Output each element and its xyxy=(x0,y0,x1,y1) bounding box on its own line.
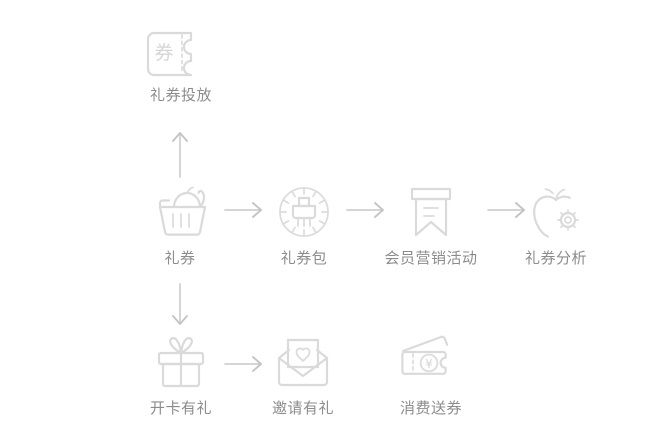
node-invite-gift[interactable]: 邀请有礼 xyxy=(263,334,343,419)
connector-coupon-to-release-arrow-up xyxy=(168,128,192,178)
node-label-spend-get-coupon: 消费送券 xyxy=(399,400,462,417)
node-label-coupon-pack: 礼券包 xyxy=(280,250,328,267)
connector-card-gift-to-invite-arrow-right xyxy=(224,352,266,376)
node-coupon-release[interactable]: 券 礼券投放 xyxy=(133,25,229,106)
svg-text:券: 券 xyxy=(154,42,173,64)
svg-text:¥: ¥ xyxy=(425,357,433,371)
node-coupon[interactable]: 礼券 xyxy=(141,184,219,269)
connector-campaign-to-analysis-arrow-right xyxy=(487,198,529,222)
node-label-card-opening-gift: 开卡有礼 xyxy=(149,400,212,417)
node-label-invite-gift: 邀请有礼 xyxy=(271,400,334,417)
coupon-ticket-icon: 券 xyxy=(144,25,218,77)
node-label-coupon-release: 礼券投放 xyxy=(149,87,212,104)
stamp-circle-icon xyxy=(273,184,335,240)
apple-gear-icon xyxy=(524,184,588,240)
connector-coupon-to-pack-arrow-right xyxy=(224,198,266,222)
node-label-coupon-analysis: 礼券分析 xyxy=(524,250,587,267)
connector-pack-to-campaign-arrow-right xyxy=(346,198,388,222)
node-spend-get-coupon[interactable]: ¥ 消费送券 xyxy=(391,334,471,419)
node-member-marketing-campaign[interactable]: 会员营销活动 xyxy=(376,184,486,269)
double-ticket-yen-icon: ¥ xyxy=(395,334,467,390)
node-card-opening-gift[interactable]: 开卡有礼 xyxy=(141,334,221,419)
node-coupon-pack[interactable]: 礼券包 xyxy=(265,184,343,269)
gift-box-icon xyxy=(150,334,212,390)
bookmark-banner-icon xyxy=(400,184,462,240)
node-label-member-marketing-campaign: 会员营销活动 xyxy=(384,250,478,267)
shopping-basket-fruit-icon xyxy=(147,184,213,240)
connector-coupon-to-card-gift-arrow-down xyxy=(168,283,192,329)
envelope-heart-icon xyxy=(272,334,334,390)
node-coupon-analysis[interactable]: 礼券分析 xyxy=(512,184,600,269)
node-label-coupon: 礼券 xyxy=(164,250,196,267)
